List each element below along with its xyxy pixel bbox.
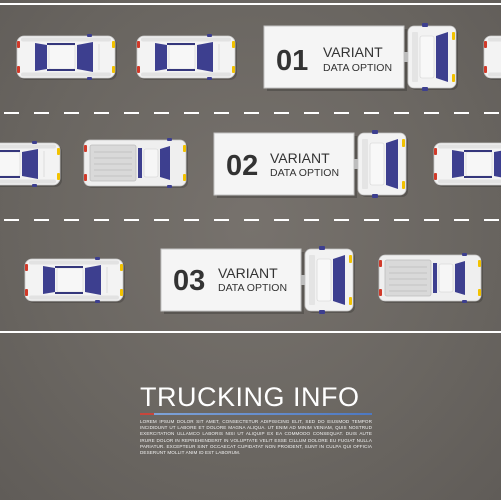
- variant-03-number: 03: [173, 265, 205, 297]
- variant-01-number: 01: [276, 45, 308, 77]
- lane-dash: [334, 112, 349, 114]
- lane-dash: [214, 112, 229, 114]
- lane-dash: [94, 112, 109, 114]
- trucking-info-block: TRUCKING INFO Lorem ipsum dolor sit amet…: [140, 382, 372, 456]
- lane-dash: [394, 112, 409, 114]
- lane-dash: [274, 112, 289, 114]
- trailer-02: [213, 132, 355, 196]
- lane-dash: [184, 219, 199, 221]
- lane-dash: [124, 219, 139, 221]
- lane-dash: [484, 112, 499, 114]
- pickup-lane2: [83, 137, 189, 189]
- lane-dash: [4, 219, 19, 221]
- trailer-01: [263, 25, 405, 89]
- pickup-lane3: [378, 252, 484, 304]
- lane-dash: [274, 219, 289, 221]
- car-lane1-a: [16, 33, 118, 81]
- lane-dash: [304, 112, 319, 114]
- variant-01-title: VARIANT: [323, 44, 383, 60]
- car-lane1-c: [483, 33, 501, 81]
- road-edge-lines: [0, 3, 501, 333]
- variant-03-subtitle: DATA OPTION: [218, 282, 287, 294]
- lane-dash: [4, 112, 19, 114]
- lane-dash: [244, 112, 259, 114]
- variant-02-subtitle: DATA OPTION: [270, 167, 339, 179]
- info-body-text: Lorem ipsum dolor sit amet, consectetur …: [140, 419, 372, 456]
- variant-02-title: VARIANT: [270, 150, 330, 166]
- info-title: TRUCKING INFO: [140, 382, 360, 412]
- lane-dash: [64, 219, 79, 221]
- trailer-03: [160, 248, 302, 312]
- lane-dash: [154, 112, 169, 114]
- lane-dashes: [4, 112, 499, 221]
- variant-02-number: 02: [226, 150, 258, 182]
- lane-dash: [34, 219, 49, 221]
- lane-dash: [244, 219, 259, 221]
- truck-variant-01: 01 VARIANT DATA OPTION: [263, 22, 459, 92]
- variant-01-subtitle: DATA OPTION: [323, 62, 392, 74]
- lane-dash: [454, 112, 469, 114]
- lane-dash: [454, 219, 469, 221]
- lane-dash: [184, 112, 199, 114]
- car-lane2-a: [0, 140, 63, 188]
- lane-dash: [214, 219, 229, 221]
- lane-dash: [304, 219, 319, 221]
- title-underline: [140, 413, 372, 415]
- lane-dash: [154, 219, 169, 221]
- truck-variant-02: 02 VARIANT DATA OPTION: [213, 129, 409, 199]
- lane-dash: [364, 219, 379, 221]
- lane-dash: [424, 219, 439, 221]
- lane-dash: [394, 219, 409, 221]
- lane-dash: [64, 112, 79, 114]
- lane-dash: [484, 219, 499, 221]
- lane-dash: [124, 112, 139, 114]
- car-lane3: [24, 256, 126, 304]
- lane-dash: [334, 219, 349, 221]
- truck-variant-03: 03 VARIANT DATA OPTION: [160, 245, 356, 315]
- variant-03-title: VARIANT: [218, 265, 278, 281]
- lane-dash: [424, 112, 439, 114]
- car-lane2-b: [433, 140, 501, 188]
- lane-dash: [94, 219, 109, 221]
- lane-dash: [34, 112, 49, 114]
- car-lane1-b: [136, 33, 238, 81]
- lane-dash: [364, 112, 379, 114]
